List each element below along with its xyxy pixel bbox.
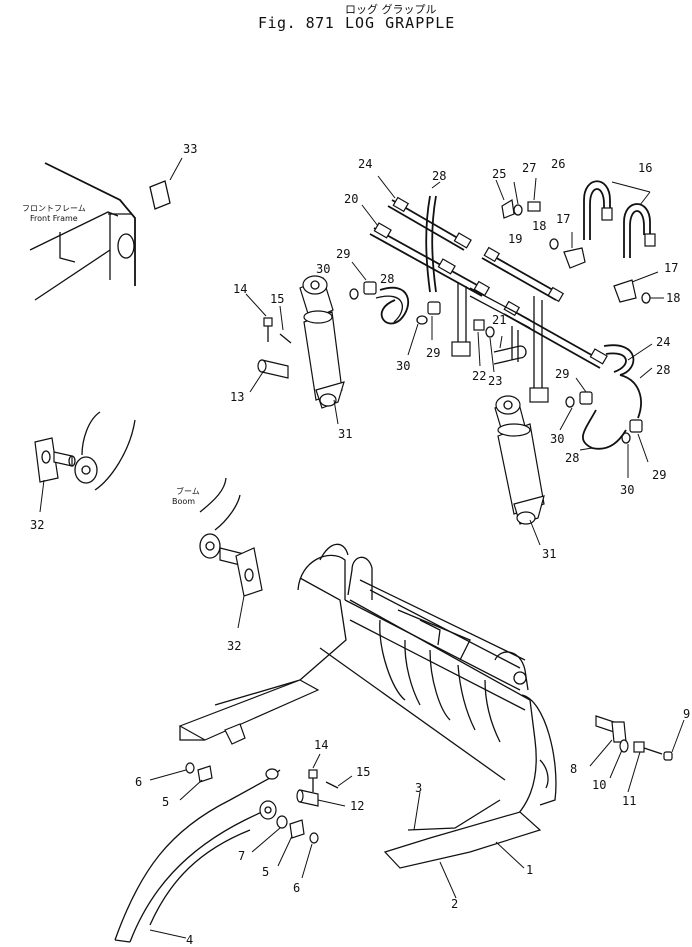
title-japanese: ロッグ グラップル (345, 3, 437, 16)
hose-28-upper (425, 195, 431, 293)
pin-32-left (34, 437, 76, 513)
pipe-brackets (451, 282, 549, 403)
callout-11: 11 (622, 794, 636, 808)
fitting-29-upper-right (407, 301, 441, 356)
callout-22: 22 (472, 369, 486, 383)
callout-2: 2 (451, 897, 458, 911)
callout-30-upper-left: 30 (316, 262, 330, 276)
callout-28-left: 28 (380, 272, 394, 286)
boom (199, 477, 241, 559)
callout-26: 26 (551, 157, 565, 171)
callout-4: 4 (186, 933, 193, 947)
callout-28-right: 28 (656, 363, 670, 377)
figure-title: LOG GRAPPLE (345, 14, 456, 32)
cylinder-31-upper (299, 275, 345, 425)
callout-27: 27 (522, 161, 536, 175)
callout-18-upper: 18 (532, 219, 546, 233)
callout-31-lower: 31 (542, 547, 556, 561)
u-bolt-21 (473, 319, 527, 373)
callout-3: 3 (415, 781, 422, 795)
elbow-17-lower (613, 271, 664, 304)
pin-13 (249, 359, 289, 393)
callout-32-left: 32 (30, 518, 44, 532)
callout-31-upper: 31 (338, 427, 352, 441)
callout-8: 8 (570, 762, 577, 776)
callout-28-upper: 28 (432, 169, 446, 183)
bushing-set-lower (251, 815, 319, 879)
pin-8 (589, 715, 627, 767)
callout-29-lower-right: 29 (652, 468, 666, 482)
note-front-frame: フロントフレーム Front Frame (22, 204, 86, 224)
callout-5-upper: 5 (162, 795, 169, 809)
callout-7: 7 (238, 849, 245, 863)
elbow-17-upper (549, 232, 586, 269)
hose-28-lower (582, 409, 627, 450)
callout-23: 23 (488, 374, 502, 388)
pipe-19 (481, 246, 565, 303)
arm-4 (114, 768, 281, 943)
note-boom-en: Boom (172, 497, 196, 506)
bolt-11 (627, 741, 663, 793)
callout-9: 9 (683, 707, 690, 721)
callout-19: 19 (508, 232, 522, 246)
note-boom-jp: ブーム (176, 487, 200, 496)
callout-20: 20 (344, 192, 358, 206)
frame-lower-left (74, 411, 136, 491)
fitting-29-upper-left (349, 261, 377, 300)
callout-33: 33 (183, 142, 197, 156)
bushing-set-upper (149, 762, 213, 801)
callout-15-lower: 15 (356, 765, 370, 779)
callout-32-boom: 32 (227, 639, 241, 653)
fittings-25-26-27 (495, 177, 541, 219)
callout-15-upper: 15 (270, 292, 284, 306)
callout-17-lower: 17 (664, 261, 678, 275)
note-front-frame-en: Front Frame (30, 214, 78, 223)
front-frame (29, 162, 136, 301)
pin-32-boom (219, 547, 263, 629)
cotter-pin-15-upper (279, 305, 292, 344)
callout-10: 10 (592, 778, 606, 792)
figure-number: Fig. 871 (258, 14, 335, 32)
callout-29-upper-left: 29 (336, 247, 350, 261)
callout-1: 1 (526, 863, 533, 877)
callout-labels: 33 24 28 25 27 26 16 20 19 18 17 29 30 2… (30, 142, 690, 947)
plate-33 (149, 180, 171, 210)
callout-16: 16 (638, 161, 652, 175)
callout-17-upper: 17 (556, 212, 570, 226)
grapple-body (178, 543, 557, 869)
callout-14-upper: 14 (233, 282, 247, 296)
callout-29-upper-right: 29 (426, 346, 440, 360)
callout-5-lower: 5 (262, 865, 269, 879)
cylinder-31-lower (494, 395, 545, 546)
callout-30-upper-right: 30 (396, 359, 410, 373)
washer-10 (609, 739, 629, 779)
note-boom: ブーム Boom (172, 487, 200, 507)
callout-30-lower-left: 30 (550, 432, 564, 446)
callout-18-lower: 18 (666, 291, 680, 305)
grease-fitting-9 (663, 719, 685, 761)
callout-24-upper: 24 (358, 157, 372, 171)
callout-14-lower: 14 (314, 738, 328, 752)
callout-21: 21 (492, 313, 506, 327)
callout-6-lower: 6 (293, 881, 300, 895)
callout-13: 13 (230, 390, 244, 404)
callout-6-upper: 6 (135, 775, 142, 789)
callout-24-right: 24 (656, 335, 670, 349)
callout-30-lower-right: 30 (620, 483, 634, 497)
hose-28-left (379, 287, 410, 325)
pin-12 (296, 753, 353, 807)
callout-29-lower-left: 29 (555, 367, 569, 381)
callout-28-lower: 28 (565, 451, 579, 465)
callout-25: 25 (492, 167, 506, 181)
note-front-frame-jp: フロントフレーム (22, 204, 86, 213)
bolt-14-upper (245, 293, 273, 342)
hose-16 (583, 180, 656, 258)
callout-12: 12 (350, 799, 364, 813)
